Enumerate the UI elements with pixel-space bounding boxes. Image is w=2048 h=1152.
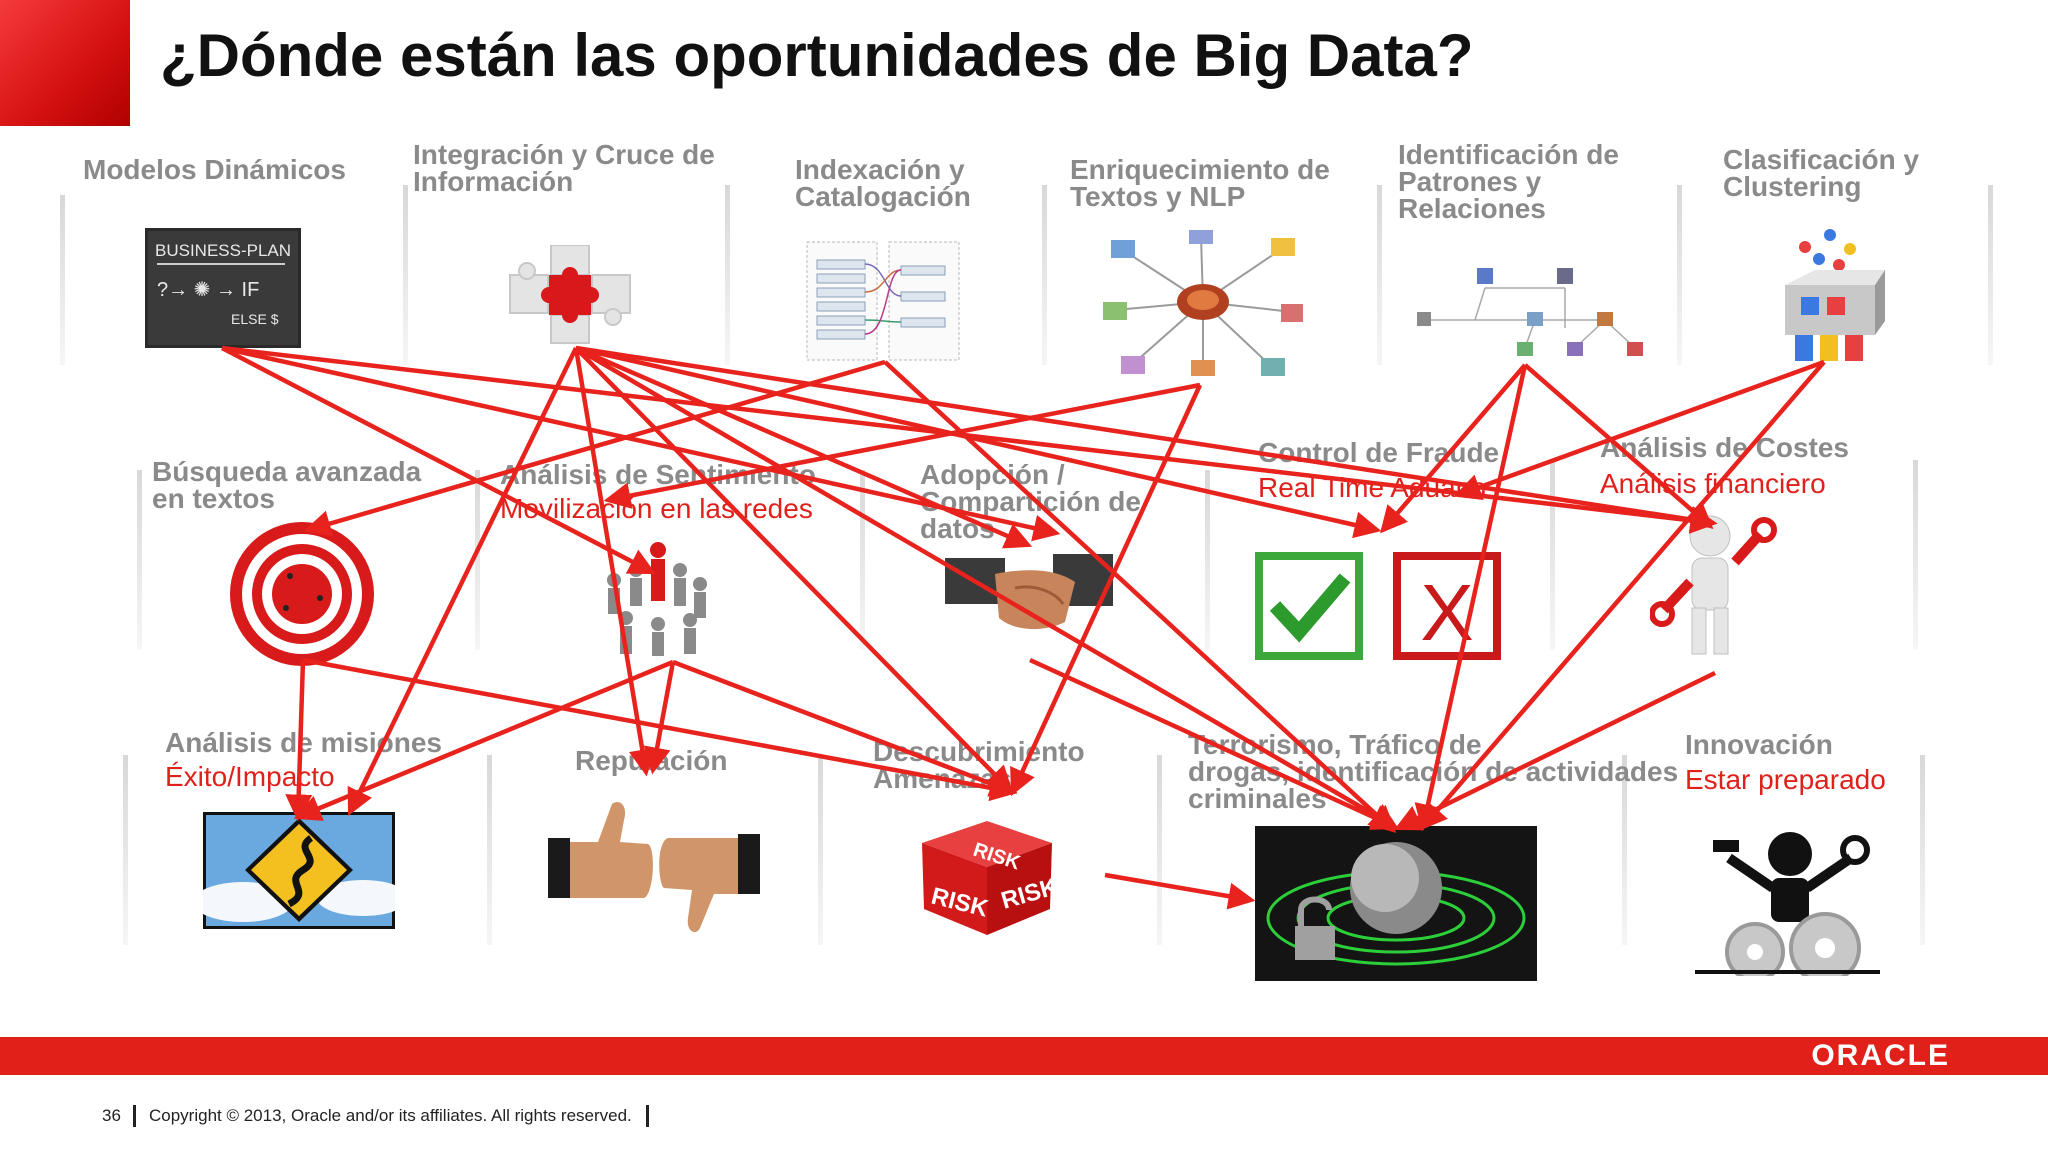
arrow [1414, 364, 1528, 832]
footer-divider [133, 1105, 136, 1127]
wrench-figure-icon [1650, 515, 1777, 655]
label-integracion: Integración y Cruce de Información [413, 139, 715, 197]
sub-exito: Éxito/Impacto [165, 761, 335, 792]
column-separator [1042, 185, 1047, 365]
column-separator [1913, 460, 1918, 650]
arrow [1029, 657, 1400, 830]
column-separator [1622, 755, 1627, 945]
arrow [285, 659, 313, 822]
column-separator [1920, 755, 1925, 945]
column-separator [1988, 185, 1993, 365]
label-clasificacion: Clasificación y Clustering [1723, 144, 1920, 202]
svg-text:ELSE $: ELSE $ [231, 311, 279, 327]
arrow [302, 657, 1018, 802]
oracle-logo: ORACLE [1811, 1039, 1950, 1072]
footer-divider [646, 1105, 649, 1127]
relationship-diagram-icon [1417, 268, 1643, 356]
column-separator [818, 755, 823, 945]
arrow [1420, 360, 1826, 831]
column-separator [1677, 185, 1682, 365]
column-separator [1157, 755, 1162, 945]
column-separator [1377, 185, 1382, 365]
arrow [575, 345, 1382, 539]
label-busqueda: Búsqueda avanzada en textos [152, 456, 422, 514]
arrow [883, 360, 1397, 834]
thumbs-up-down-icon [548, 801, 760, 933]
arrow [303, 359, 886, 537]
arrow [672, 659, 1018, 797]
arrow [575, 345, 1718, 533]
arrow [643, 661, 676, 775]
mind-map-icon [1103, 230, 1303, 376]
arrow [603, 382, 1201, 509]
arrow [1010, 384, 1203, 797]
column-separator [475, 470, 480, 650]
label-enriquecimiento: Enriquecimiento de Textos y NLP [1070, 154, 1330, 212]
label-indexacion: Indexación y Catalogación [795, 154, 971, 212]
page-number: 36 [102, 1106, 121, 1125]
column-separator [1205, 470, 1210, 650]
arrow [574, 346, 1014, 794]
svg-text:BUSINESS-PLAN: BUSINESS-PLAN [155, 241, 291, 260]
column-separator [403, 185, 408, 365]
arrow [293, 659, 674, 821]
label-modelos-dinamicos: Modelos Dinámicos [83, 154, 346, 185]
arrow [1380, 363, 1527, 534]
business-plan-chalkboard-icon: BUSINESS-PLAN ?→ ✺ → IF ELSE $ [145, 228, 301, 348]
footer-red-bar [0, 1037, 2048, 1075]
arrow [1104, 872, 1256, 910]
globe-security-icon [1255, 826, 1537, 981]
target-icon [230, 522, 374, 666]
column-separator [60, 195, 65, 365]
copyright-text: Copyright © 2013, Oracle and/or its affi… [149, 1106, 632, 1125]
risk-dice-icon: RISK RISK RISK [922, 821, 1061, 935]
sub-aduana: Real Time Aduana [1258, 472, 1487, 503]
arrow [1523, 363, 1714, 529]
arrow [1453, 359, 1825, 501]
arrow [573, 347, 656, 777]
handshake-icon [945, 554, 1113, 630]
slide-title: ¿Dónde están las oportunidades de Big Da… [160, 22, 1474, 89]
gears-figure-icon [1695, 832, 1880, 976]
arrow [575, 345, 1033, 549]
arrow [221, 345, 1061, 542]
winding-road-sign-icon [203, 812, 395, 929]
catalog-diagram-icon [806, 241, 960, 361]
label-identificacion: Identificación de Patrones y Relaciones [1398, 139, 1619, 224]
puzzle-pieces-icon [509, 245, 631, 344]
arrow [574, 346, 1399, 830]
check-and-x-icon: X [1255, 552, 1501, 660]
sub-preparado: Estar preparado [1685, 764, 1886, 795]
arrow [220, 346, 656, 575]
arrow [1393, 670, 1716, 831]
column-separator [137, 470, 142, 650]
column-separator [487, 755, 492, 945]
corner-accent-block [0, 0, 130, 126]
column-separator [725, 185, 730, 365]
sorting-machine-icon [1785, 229, 1885, 361]
svg-text:?→ ✺ → IF: ?→ ✺ → IF [157, 279, 259, 301]
arrow [347, 347, 579, 817]
column-separator [860, 470, 865, 650]
label-adopcion: Adopción / Compartición de datos [920, 459, 1141, 544]
column-separator [1550, 460, 1555, 650]
label-innovacion: Innovación [1685, 729, 1833, 760]
column-separator [123, 755, 128, 945]
